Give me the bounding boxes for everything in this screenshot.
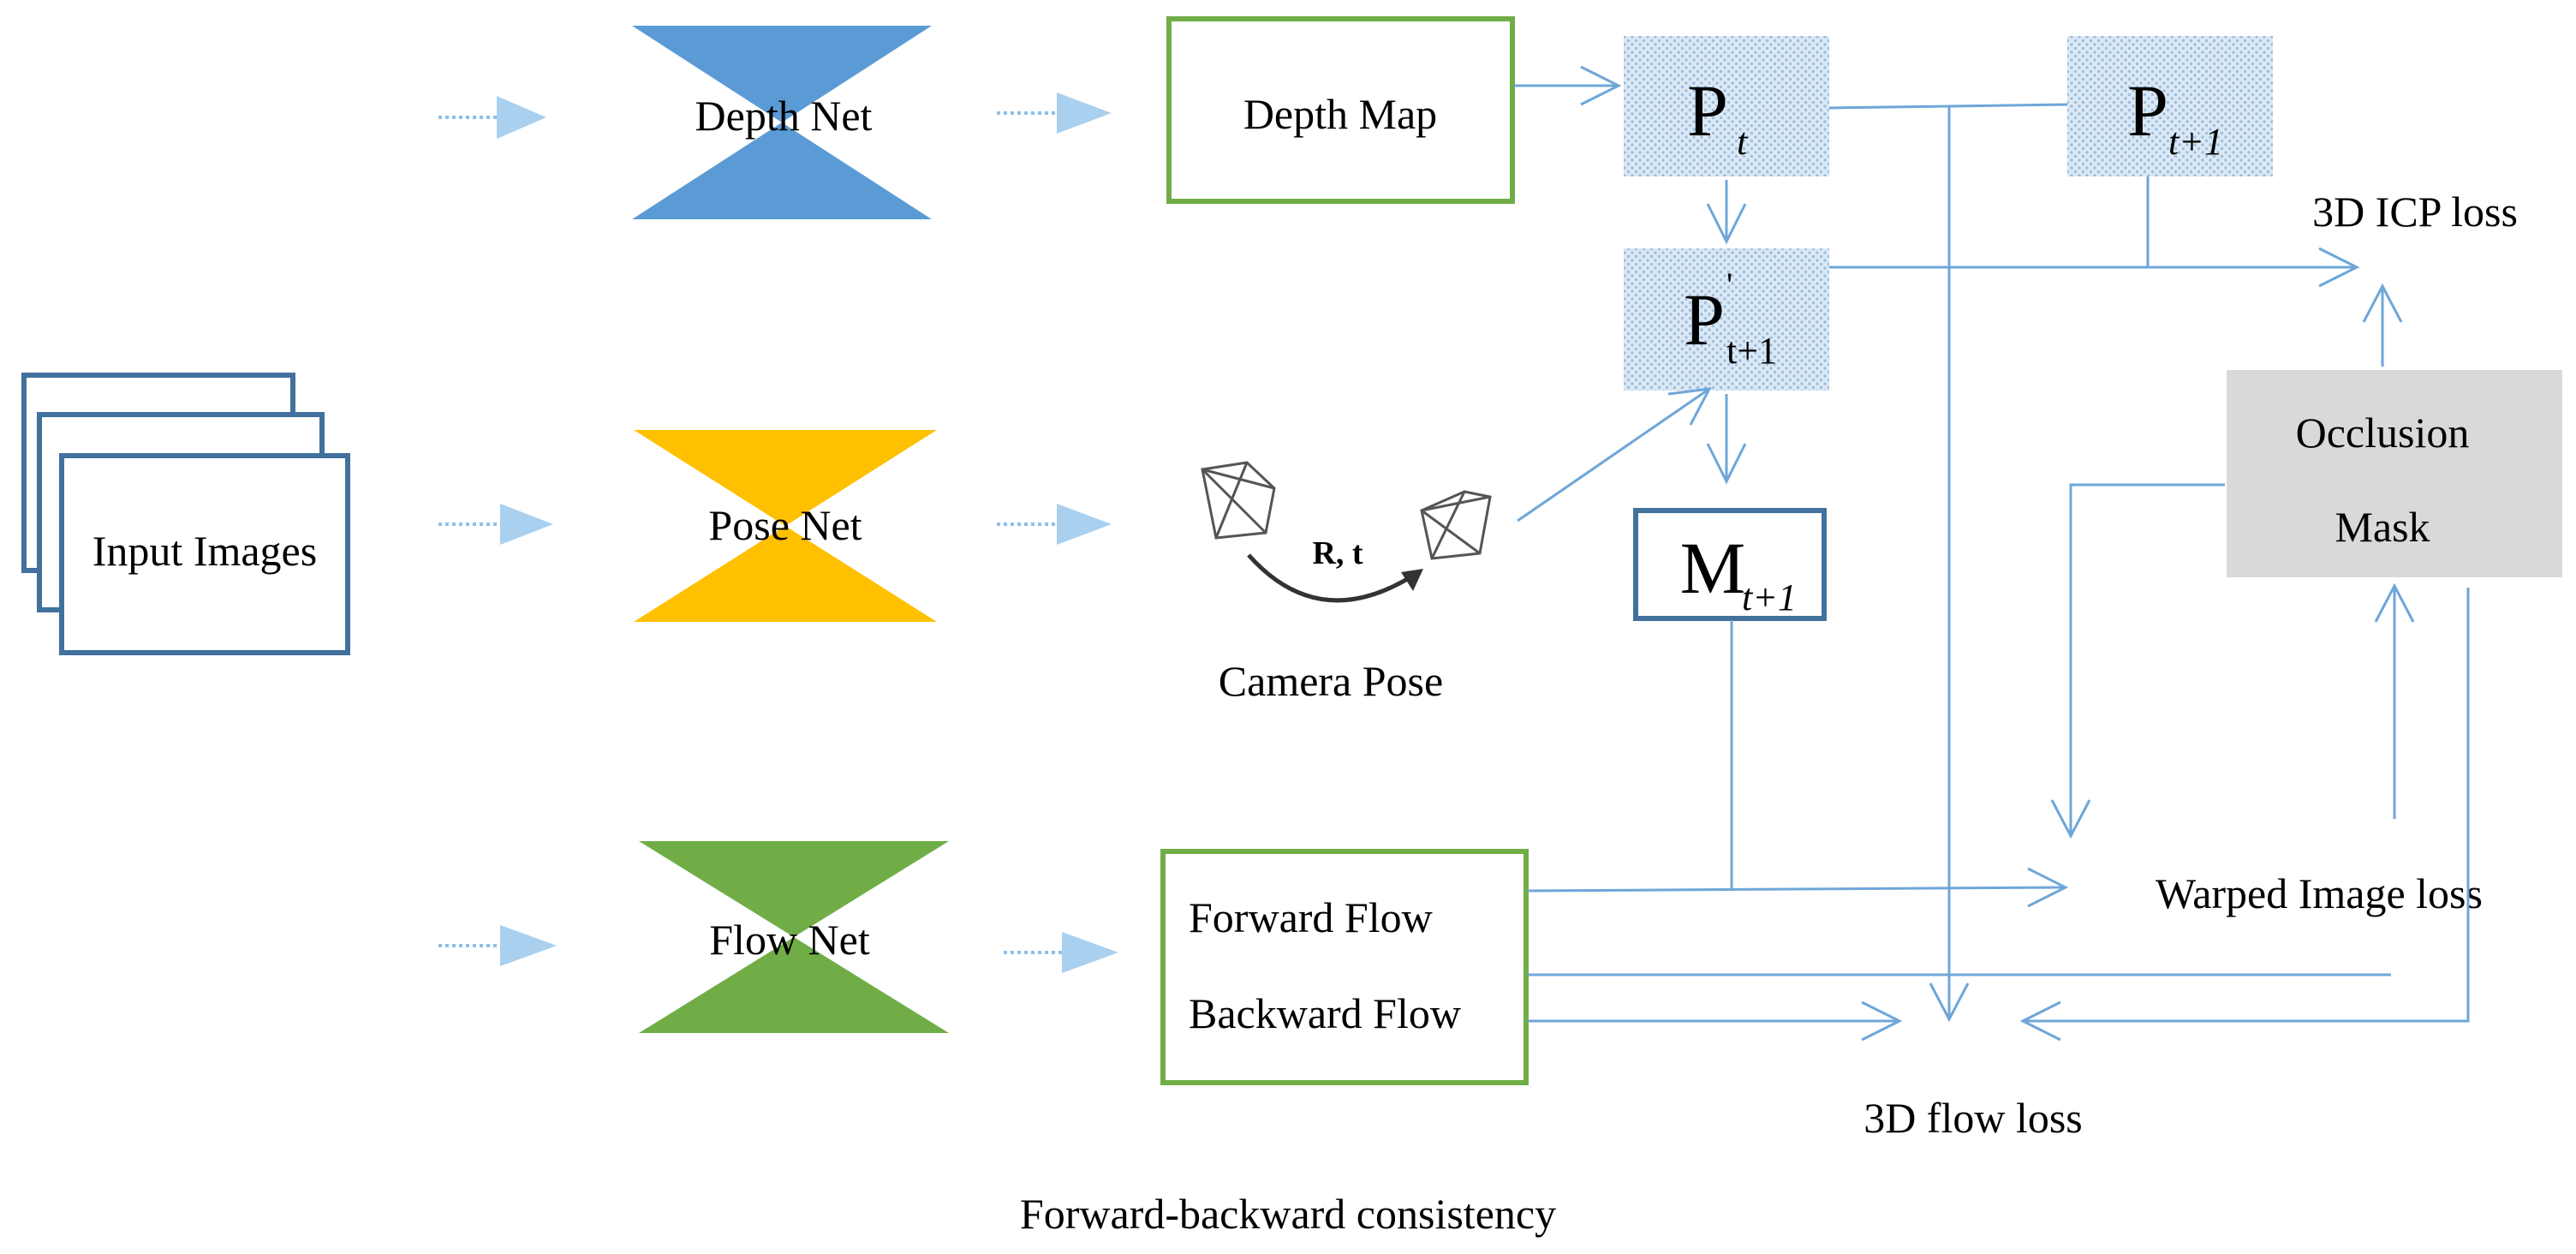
motion-m-t1: M t+1 [1633, 508, 1827, 621]
edge-pprime-m-head [1706, 443, 1747, 485]
occlusion-mask-line1: Occlusion [2296, 409, 2470, 457]
occlusion-mask: Occlusion Mask [2227, 370, 2562, 577]
edge-pt-pprime-head [1706, 203, 1747, 245]
pose-net: Pose Net [634, 430, 937, 622]
flow-net-shape [639, 841, 949, 1033]
feed-arrow-depth [438, 96, 546, 139]
m-t1-base: M [1680, 527, 1745, 609]
flow-outputs: Forward Flow Backward Flow [1160, 849, 1529, 1085]
pose-net-label: Pose Net [708, 501, 862, 549]
edge-mask-flow3d [2023, 588, 2470, 1023]
p-prime-t1-base: P [1684, 278, 1725, 361]
forward-flow-label: Forward Flow [1189, 893, 1433, 941]
flow-net-label: Flow Net [709, 916, 870, 964]
pose-net-shape [634, 430, 937, 622]
camera-pose-label: Camera Pose [1219, 657, 1443, 705]
m-t1-subscript: t+1 [1742, 576, 1797, 618]
edge-mask-warped [2069, 483, 2225, 836]
edge-mask-icp-head [2362, 283, 2403, 323]
occlusion-mask-line2: Mask [2334, 503, 2430, 551]
warped-image-loss-label: Warped Image loss [2156, 869, 2483, 917]
edge-pprime-icp-head [2318, 247, 2360, 288]
input-images-stack: Input Images [21, 373, 350, 655]
connectors [1514, 65, 2470, 1042]
feed-arrow-pose [438, 504, 553, 545]
flow-outputs-box [1160, 849, 1529, 1085]
flow3d-loss-label: 3D flow loss [1863, 1094, 2083, 1142]
point-cloud-p-t1: P t+1 [2067, 36, 2273, 176]
camera-pose: R, t Camera Pose [1201, 461, 1492, 705]
input-images-label: Input Images [92, 527, 317, 575]
p-t-base: P [1687, 69, 1728, 152]
depth-map-box [1166, 16, 1515, 204]
out-arrow-depth [997, 93, 1112, 134]
edge-forward-warped-head [2027, 867, 2069, 908]
edge-camera-pprime-head [1667, 387, 1712, 426]
depth-net-label: Depth Net [695, 92, 873, 140]
edge-pt-flow3d-head [1929, 982, 1970, 1023]
edge-warped-mask-head [2374, 582, 2415, 623]
p-prime-t1-prime: ' [1726, 266, 1732, 304]
point-cloud-p-prime-t1: P ' t+1 [1624, 248, 1829, 391]
caption: Forward-backward consistency [1020, 1190, 1556, 1238]
rotation-arc-head [1401, 569, 1423, 591]
edge-depthmap-pt-head [1580, 65, 1622, 106]
edge-mask-flow3d-head [2019, 1000, 2061, 1042]
p-t1-base: P [2127, 69, 2168, 152]
point-cloud-p-t: P t [1624, 36, 1829, 176]
camera-frustum-right-icon [1420, 490, 1492, 560]
p-t-box [1624, 36, 1829, 176]
edge-forward-warped [1527, 886, 2066, 893]
m-t1-box [1633, 508, 1827, 621]
flow-net: Flow Net [639, 841, 949, 1033]
input-image-frame-front [59, 453, 350, 655]
edge-mask-warped-head [2050, 799, 2091, 839]
p-prime-t1-box [1624, 248, 1829, 391]
feed-arrow-flow [438, 925, 557, 966]
depth-net: Depth Net [632, 26, 932, 219]
p-t1-box [2067, 36, 2273, 176]
out-arrow-pose [997, 504, 1112, 545]
out-arrow-flow [1004, 932, 1118, 973]
p-t-subscript: t [1737, 121, 1749, 163]
transform-label: R, t [1312, 535, 1363, 571]
backward-flow-label: Backward Flow [1189, 989, 1461, 1037]
camera-frustum-left-icon [1201, 461, 1276, 540]
depth-map: Depth Map [1166, 16, 1515, 204]
icp-loss-label: 3D ICP loss [2312, 188, 2518, 236]
p-prime-t1-subscript: t+1 [1726, 330, 1777, 372]
occlusion-mask-box [2227, 370, 2562, 577]
edge-backward-flow3d-head [1861, 1000, 1903, 1042]
p-t1-subscript: t+1 [2168, 121, 2223, 163]
rotation-arc [1247, 553, 1415, 603]
depth-net-shape [632, 26, 932, 219]
edge-camera-pprime [1517, 387, 1710, 522]
depth-map-label: Depth Map [1243, 90, 1437, 138]
